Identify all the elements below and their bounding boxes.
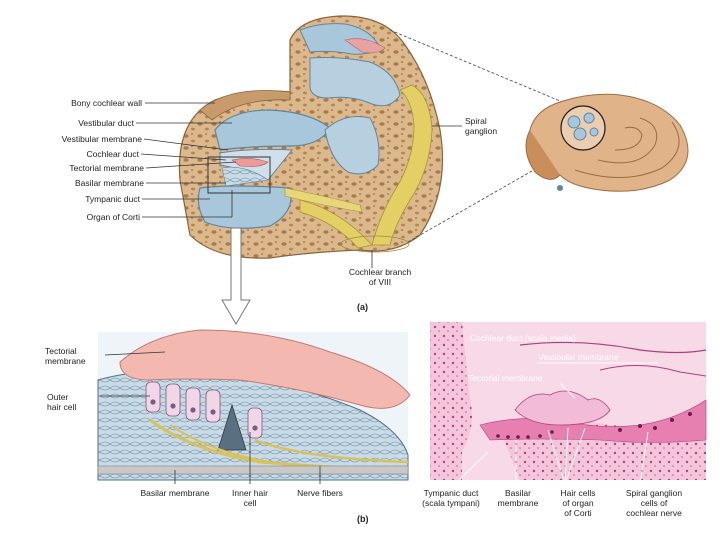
figure-label-a: (a) <box>357 302 368 312</box>
label-tectorial-membrane-b: Tectorial membrane <box>45 346 86 366</box>
label-basilar-membrane-a: Basilar membrane <box>75 178 144 188</box>
leader-lines-b <box>100 351 321 484</box>
tympanic-duct-shape <box>197 185 292 229</box>
micrograph-image <box>430 322 707 480</box>
label-vestibular-membrane-micro: Vestibular membrane <box>538 352 619 362</box>
label-inner-hair-cell: Inner hair cell <box>232 488 268 508</box>
label-cochlear-duct: Cochlear duct <box>86 149 139 159</box>
magnifier-circle <box>560 105 606 151</box>
basilar-membrane-band <box>97 465 409 475</box>
label-tectorial-membrane-micro: Tectorial membrane <box>468 373 543 383</box>
label-vestibular-membrane: Vestibular membrane <box>61 134 142 144</box>
zoom-region-box <box>207 156 271 194</box>
label-spiral-ganglion-a: Spiral ganglion <box>465 116 498 136</box>
leader-lines-micrograph <box>454 362 658 485</box>
tectorial-membrane-shape <box>119 329 411 409</box>
label-vestibular-duct: Vestibular duct <box>78 118 134 128</box>
label-spiral-ganglion-cells: Spiral ganglion cells of cochlear nerve <box>625 488 683 518</box>
label-bony-cochlear-wall: Bony cochlear wall <box>71 98 142 108</box>
label-tectorial-membrane-a: Tectorial membrane <box>69 163 144 173</box>
label-cochlear-duct-scala-media: Cochlear duct (scala media) <box>470 333 576 343</box>
cochlea-snail-inset <box>525 93 689 192</box>
label-cochlear-branch: Cochlear branch of VIII <box>348 267 412 287</box>
label-hair-cells-organ-of-corti: Hair cells of organ of Corti <box>560 488 596 518</box>
label-basilar-membrane-b: Basilar membrane <box>140 488 210 498</box>
label-organ-of-corti: Organ of Corti <box>86 212 140 222</box>
leader-lines-a <box>136 102 462 268</box>
label-tympanic-duct: Tympanic duct <box>85 194 140 204</box>
label-outer-hair-cell: Outer hair cell <box>47 392 77 412</box>
label-nerve-fibers: Nerve fibers <box>297 488 343 498</box>
label-basilar-membrane-micro: Basilar membrane <box>497 488 539 508</box>
organ-of-corti-illustration <box>97 329 411 481</box>
figure-label-b: (b) <box>357 514 369 524</box>
zoom-arrow <box>221 227 251 325</box>
label-tympanic-duct-micro: Tympanic duct (scala tympani) <box>422 488 480 508</box>
